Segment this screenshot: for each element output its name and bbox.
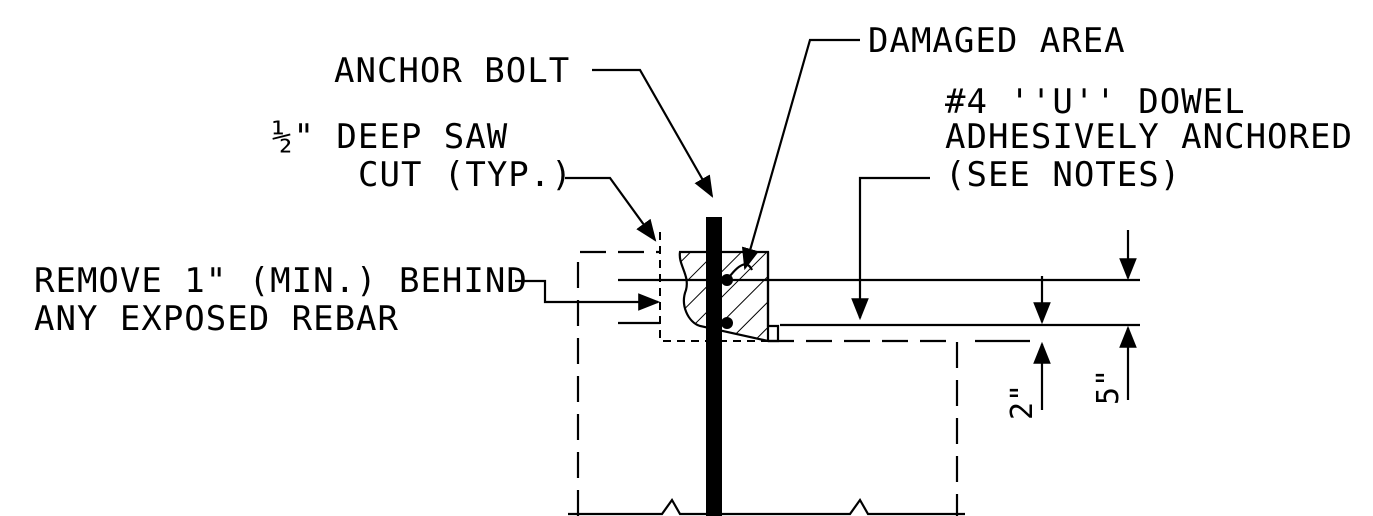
dimension-5in: 5" xyxy=(1091,369,1126,405)
dimension-arrows xyxy=(1033,230,1137,410)
existing-concrete-outline xyxy=(576,250,959,516)
remove-label-line1: REMOVE 1" (MIN.) BEHIND xyxy=(34,261,528,301)
dowel-label-line3: (SEE NOTES) xyxy=(945,155,1181,195)
anchor-bolt xyxy=(706,217,722,516)
dimension-2in: 2" xyxy=(1005,384,1040,420)
damaged-area-label: DAMAGED AREA xyxy=(868,21,1126,61)
damaged-area-patch xyxy=(678,250,780,343)
leader-lines xyxy=(515,38,930,321)
saw-cut-label-line1: ½" DEEP SAW xyxy=(272,117,508,157)
break-line xyxy=(568,497,965,516)
remove-label-line2: ANY EXPOSED REBAR xyxy=(34,299,399,339)
dowel-label-line1: #4 ''U'' DOWEL xyxy=(945,82,1246,122)
saw-cut-label-line2: CUT (TYP.) xyxy=(358,155,573,195)
anchor-bolt-label: ANCHOR BOLT xyxy=(334,51,570,91)
dowel-label-line2: ADHESIVELY ANCHORED xyxy=(945,117,1353,157)
